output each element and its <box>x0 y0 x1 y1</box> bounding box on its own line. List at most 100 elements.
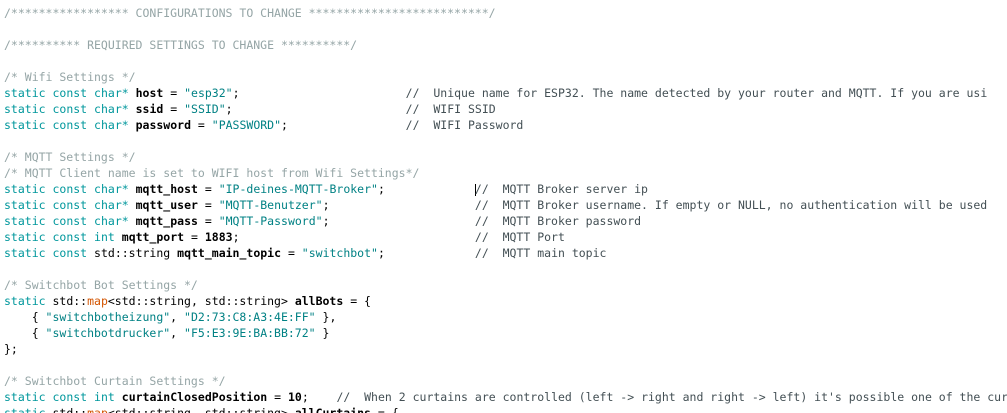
code-token: map <box>87 406 108 413</box>
code-line: static const char* mqtt_host = "IP-deine… <box>4 181 1007 197</box>
code-line: /* Switchbot Bot Settings */ <box>4 277 1007 293</box>
code-token: // When 2 curtains are controlled (left … <box>336 390 1007 404</box>
code-token: // MQTT Broker password <box>474 214 642 228</box>
code-token: const <box>52 246 88 260</box>
code-line: static const std::string mqtt_main_topic… <box>4 245 1007 261</box>
code-token: password <box>135 118 191 132</box>
code-token: // WIFI SSID <box>405 102 496 116</box>
code-token: /* Wifi Settings */ <box>4 70 136 84</box>
code-token: host <box>135 86 164 100</box>
code-token: std::string <box>94 246 171 260</box>
code-token: static <box>4 102 46 116</box>
code-line <box>4 53 1007 69</box>
code-token: "esp32" <box>184 86 233 100</box>
code-token: , <box>170 310 185 324</box>
code-token: static <box>4 230 46 244</box>
code-token: { <box>4 310 46 324</box>
code-token: "F5:E3:9E:BA:BB:72" <box>184 326 316 340</box>
code-line: static const int mqtt_port = 1883; // MQ… <box>4 229 1007 245</box>
code-token: char* <box>94 214 129 228</box>
code-token: mqtt_main_topic <box>177 246 282 260</box>
code-line: /***************** CONFIGURATIONS TO CHA… <box>4 5 1007 21</box>
code-token <box>129 214 136 228</box>
code-token: /********** REQUIRED SETTINGS TO CHANGE … <box>4 38 358 52</box>
code-token: char* <box>94 118 129 132</box>
code-line: /* Switchbot Curtain Settings */ <box>4 373 1007 389</box>
code-token: static <box>4 86 46 100</box>
code-token: map <box>87 294 108 308</box>
code-token: ; <box>322 214 475 228</box>
code-token: /* MQTT Settings */ <box>4 150 136 164</box>
code-token: allCurtains <box>294 406 371 413</box>
code-token: char* <box>94 86 129 100</box>
code-line: /* Wifi Settings */ <box>4 69 1007 85</box>
code-line: static const char* password = "PASSWORD"… <box>4 117 1007 133</box>
code-line <box>4 357 1007 373</box>
code-token: "SSID" <box>184 102 226 116</box>
code-token: ; <box>377 182 475 196</box>
code-token: ; <box>377 246 475 260</box>
code-token: mqtt_user <box>135 198 198 212</box>
code-token: = <box>163 86 185 100</box>
code-token: ; <box>225 102 406 116</box>
code-token <box>129 198 136 212</box>
code-token: // WIFI Password <box>405 118 524 132</box>
code-token: , <box>170 326 185 340</box>
code-token: "switchbot" <box>301 246 378 260</box>
code-token: const <box>52 198 88 212</box>
code-token <box>87 182 94 196</box>
code-token <box>129 86 136 100</box>
code-token: const <box>52 214 88 228</box>
code-token: char* <box>94 198 129 212</box>
code-token: = <box>197 214 219 228</box>
code-token: /* Switchbot Curtain Settings */ <box>4 374 226 388</box>
code-token: <std::string, std::string> <box>107 406 295 413</box>
code-token: = <box>163 102 185 116</box>
code-token: 10 <box>287 390 302 404</box>
code-token: } <box>315 326 330 340</box>
code-token <box>129 118 136 132</box>
code-line: static const char* ssid = "SSID"; // WIF… <box>4 101 1007 117</box>
code-token: = <box>197 182 219 196</box>
code-token: std:: <box>45 294 88 308</box>
code-token: mqtt_host <box>135 182 198 196</box>
code-token: }, <box>315 310 337 324</box>
code-token: static <box>4 246 46 260</box>
code-token <box>87 246 94 260</box>
code-line: static const char* mqtt_user = "MQTT-Ben… <box>4 197 1007 213</box>
code-token: const <box>52 182 88 196</box>
code-token <box>129 182 136 196</box>
code-token: static <box>4 390 46 404</box>
code-token: std:: <box>45 406 88 413</box>
code-token: mqtt_pass <box>135 214 198 228</box>
code-token: static <box>4 214 46 228</box>
code-token <box>115 230 122 244</box>
code-token: curtainClosedPosition <box>121 390 268 404</box>
code-token: mqtt_port <box>121 230 185 244</box>
code-line: /********** REQUIRED SETTINGS TO CHANGE … <box>4 37 1007 53</box>
code-token: ; <box>322 198 475 212</box>
code-token: // MQTT Port <box>474 230 565 244</box>
code-token: char* <box>94 182 129 196</box>
code-token: // MQTT Broker username. If empty or NUL… <box>474 198 988 212</box>
code-token <box>87 214 94 228</box>
code-token: "MQTT-Benutzer" <box>218 198 323 212</box>
code-token: ; <box>301 390 337 404</box>
code-token: // MQTT main topic <box>474 246 607 260</box>
code-token <box>115 390 122 404</box>
code-token <box>87 230 94 244</box>
code-token: int <box>94 390 115 404</box>
code-token: <std::string, std::string> <box>107 294 295 308</box>
code-line: { "switchbotheizung", "D2:73:C8:A3:4E:FF… <box>4 309 1007 325</box>
code-token: = { <box>343 294 371 308</box>
code-token <box>87 198 94 212</box>
code-line <box>4 21 1007 37</box>
code-token: /* Switchbot Bot Settings */ <box>4 278 198 292</box>
code-token: ; <box>232 86 406 100</box>
code-token: ssid <box>135 102 164 116</box>
code-token: const <box>52 390 88 404</box>
code-token: char* <box>94 102 129 116</box>
code-token <box>87 102 94 116</box>
code-token: /***************** CONFIGURATIONS TO CHA… <box>4 6 496 20</box>
